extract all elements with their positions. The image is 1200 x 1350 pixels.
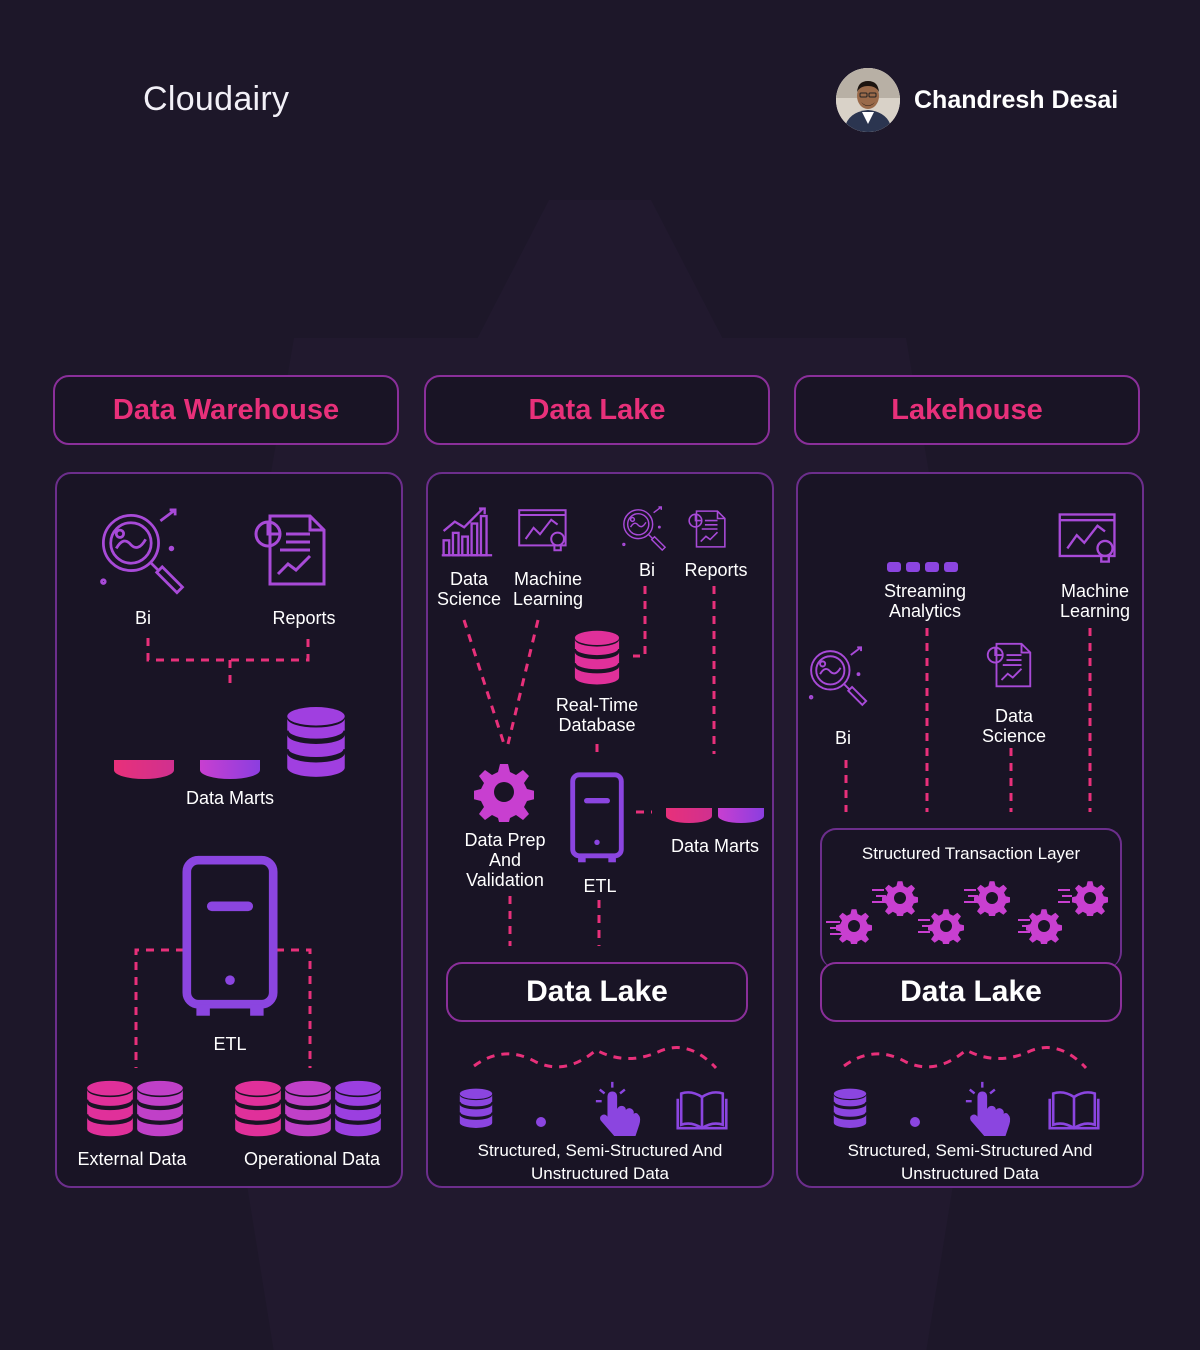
dl-sources-icons bbox=[459, 1080, 728, 1136]
dl-etl-server-icon bbox=[573, 775, 622, 862]
brand-logo: Cloudairy bbox=[143, 80, 290, 118]
panel-data-lake bbox=[426, 472, 774, 1188]
lh-machine-learning-icon bbox=[1058, 513, 1116, 563]
dw-operational-data-label: Operational Data bbox=[243, 1149, 381, 1169]
dl-data-lake-box: Data Lake bbox=[446, 962, 748, 1022]
lh-streaming-label: Streaming Analytics bbox=[883, 581, 967, 621]
dl-gear-icon bbox=[474, 764, 534, 822]
dl-realtime-db-icon bbox=[573, 630, 621, 686]
lh-data-science-label: Data Science bbox=[981, 706, 1047, 746]
panel-data-warehouse bbox=[55, 472, 403, 1188]
dl-data-prep-label: Data Prep And Validation bbox=[464, 830, 546, 890]
dl-data-science-icon bbox=[440, 507, 494, 557]
dl-wave bbox=[473, 1046, 718, 1070]
dw-operational-data-icon bbox=[234, 1080, 382, 1138]
dl-reports-label: Reports bbox=[684, 560, 748, 580]
author: Chandresh Desai bbox=[836, 68, 1118, 132]
title-data-warehouse: Data Warehouse bbox=[53, 375, 399, 445]
panel-lakehouse bbox=[796, 472, 1144, 1188]
avatar bbox=[836, 68, 900, 132]
lh-sources-icons bbox=[833, 1080, 1100, 1136]
dw-reports-icon bbox=[254, 514, 326, 586]
dl-connectors bbox=[462, 586, 716, 946]
dw-etl-label: ETL bbox=[213, 1034, 247, 1054]
dl-reports-icon bbox=[688, 510, 726, 548]
author-name: Chandresh Desai bbox=[914, 85, 1119, 114]
dl-data-marts-label: Data Marts bbox=[670, 836, 760, 856]
dw-bi-label: Bi bbox=[134, 608, 151, 628]
lh-machine-learning-label: Machine Learning bbox=[1059, 581, 1131, 621]
lh-bi-icon bbox=[808, 646, 868, 706]
dl-bi-icon bbox=[622, 506, 666, 551]
dw-data-marts-label: Data Marts bbox=[185, 788, 275, 808]
dw-external-data-label: External Data bbox=[77, 1149, 187, 1169]
dl-machine-learning-label: Machine Learning bbox=[512, 569, 584, 609]
dl-sources-label: Structured, Semi-Structured And Unstruct… bbox=[477, 1141, 723, 1183]
dl-bi-label: Bi bbox=[638, 560, 655, 580]
lh-data-lake-box: Data Lake bbox=[820, 962, 1122, 1022]
lh-gears bbox=[826, 881, 1108, 944]
dw-connectors bbox=[134, 638, 312, 1068]
lh-sources-label: Structured, Semi-Structured And Unstruct… bbox=[847, 1141, 1093, 1183]
title-data-lake: Data Lake bbox=[424, 375, 770, 445]
lh-transaction-layer-label: Structured Transaction Layer bbox=[861, 844, 1081, 863]
dw-bi-icon bbox=[100, 508, 184, 595]
title-lakehouse: Lakehouse bbox=[794, 375, 1140, 445]
lh-wave bbox=[843, 1046, 1088, 1070]
dw-reports-label: Reports bbox=[272, 608, 336, 628]
lh-data-science-icon bbox=[986, 642, 1032, 688]
dw-etl-server-icon bbox=[187, 860, 273, 1016]
dl-data-science-label: Data Science bbox=[436, 569, 502, 609]
lh-streaming-icon bbox=[887, 562, 958, 572]
dl-realtime-db-label: Real-Time Database bbox=[555, 695, 639, 735]
dw-external-data-icon bbox=[86, 1080, 184, 1138]
dl-etl-label: ETL bbox=[583, 876, 617, 896]
lh-connectors bbox=[844, 628, 1092, 812]
dl-data-marts-icon bbox=[666, 808, 764, 823]
lh-bi-label: Bi bbox=[834, 728, 851, 748]
dw-data-marts-icon bbox=[114, 706, 347, 779]
lh-transaction-layer-box bbox=[820, 828, 1122, 968]
dl-machine-learning-icon bbox=[518, 509, 567, 552]
